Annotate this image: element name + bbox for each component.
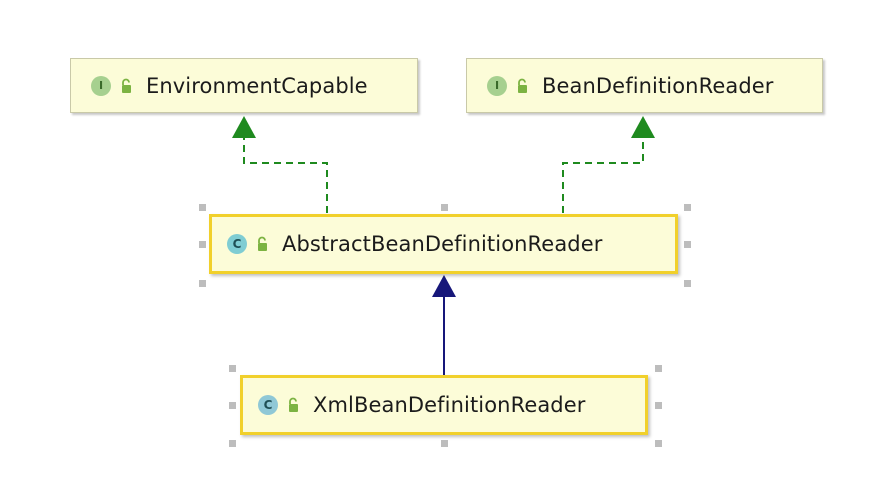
- interface-icon: I: [487, 75, 507, 96]
- class-icon: C: [258, 395, 278, 415]
- hollow-arrowhead-icon: [631, 116, 655, 138]
- resize-handle[interactable]: [199, 204, 206, 211]
- node-label: BeanDefinitionReader: [542, 73, 774, 98]
- interface-icon: I: [91, 75, 111, 96]
- resize-handle[interactable]: [229, 440, 236, 447]
- node-label: EnvironmentCapable: [146, 73, 368, 98]
- resize-handle[interactable]: [684, 241, 691, 248]
- resize-handle[interactable]: [655, 440, 662, 447]
- unlocked-padlock-icon: [518, 78, 527, 93]
- resize-handle[interactable]: [441, 204, 448, 211]
- edge-implements-environment-capable: [232, 116, 328, 213]
- edge-extends-abstract-bean-definition-reader: [432, 275, 456, 375]
- node-xml-bean-definition-reader[interactable]: C XmlBeanDefinitionReader: [240, 375, 648, 435]
- resize-handle[interactable]: [655, 365, 662, 372]
- unlocked-padlock-icon: [289, 397, 298, 412]
- resize-handle[interactable]: [684, 280, 691, 287]
- resize-handle[interactable]: [441, 440, 448, 447]
- unlocked-padlock-icon: [258, 236, 267, 251]
- node-bean-definition-reader[interactable]: I BeanDefinitionReader: [466, 58, 823, 113]
- class-icon: C: [227, 234, 247, 254]
- edge-implements-bean-definition-reader: [562, 116, 655, 213]
- node-abstract-bean-definition-reader[interactable]: C AbstractBeanDefinitionReader: [209, 214, 678, 274]
- resize-handle[interactable]: [199, 241, 206, 248]
- arrowhead-icon: [432, 275, 456, 297]
- node-label: AbstractBeanDefinitionReader: [282, 232, 603, 256]
- hollow-arrowhead-icon: [232, 116, 256, 138]
- resize-handle[interactable]: [229, 365, 236, 372]
- node-label: XmlBeanDefinitionReader: [313, 393, 586, 417]
- resize-handle[interactable]: [199, 280, 206, 287]
- resize-handle[interactable]: [655, 402, 662, 409]
- resize-handle[interactable]: [229, 402, 236, 409]
- node-environment-capable[interactable]: I EnvironmentCapable: [70, 58, 418, 113]
- unlocked-padlock-icon: [122, 78, 131, 93]
- resize-handle[interactable]: [684, 204, 691, 211]
